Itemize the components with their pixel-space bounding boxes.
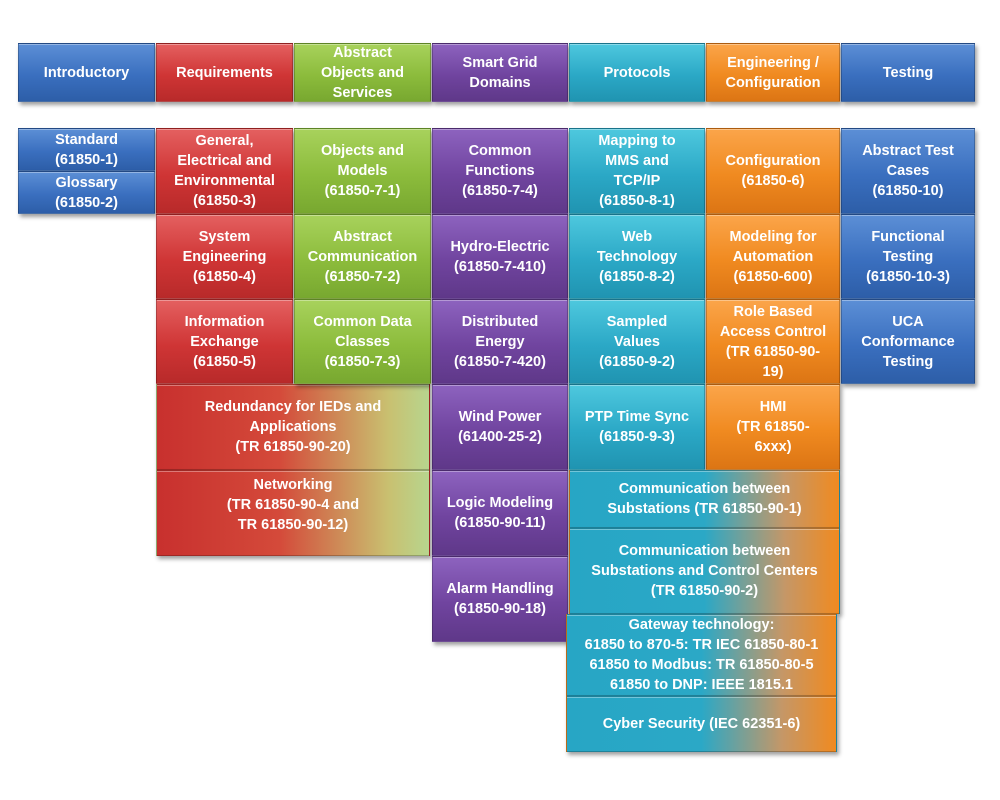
- block-communication-between-substations: Communication between Substations (TR 61…: [569, 470, 840, 528]
- header-engineering-configuration: Engineering / Configuration: [706, 43, 840, 102]
- block-hydro-electric: Hydro-Electric (61850-7-410): [432, 214, 568, 299]
- block-logic-modeling: Logic Modeling (61850-90-11): [432, 470, 568, 556]
- block-web-technology: Web Technology (61850-8-2): [569, 214, 705, 299]
- header-abstract-objects: Abstract Objects and Services: [294, 43, 431, 102]
- block-alarm-handling: Alarm Handling (61850-90-18): [432, 556, 568, 642]
- block-wind-power: Wind Power (61400-25-2): [432, 384, 568, 470]
- block-hmi: HMI (TR 61850- 6xxx): [706, 384, 840, 470]
- block-gateway-technology: Gateway technology: 61850 to 870-5: TR I…: [566, 614, 837, 696]
- block-uca-conformance-testing: UCA Conformance Testing: [841, 299, 975, 384]
- block-information-exchange: Information Exchange (61850-5): [156, 299, 293, 384]
- block-role-based-access-control: Role Based Access Control (TR 61850-90- …: [706, 299, 840, 384]
- block-objects-and-models: Objects and Models (61850-7-1): [294, 128, 431, 214]
- block-functional-testing: Functional Testing (61850-10-3): [841, 214, 975, 299]
- header-smart-grid-domains: Smart Grid Domains: [432, 43, 568, 102]
- block-common-data-classes: Common Data Classes (61850-7-3): [294, 299, 431, 384]
- block-networking: Networking (TR 61850-90-4 and TR 61850-9…: [156, 470, 430, 556]
- block-general-electrical-environmental: General, Electrical and Environmental (6…: [156, 128, 293, 214]
- block-abstract-communication: Abstract Communication (61850-7-2): [294, 214, 431, 299]
- header-testing: Testing: [841, 43, 975, 102]
- block-modeling-for-automation: Modeling for Automation (61850-600): [706, 214, 840, 299]
- block-glossary: Glossary (61850-2): [18, 171, 155, 214]
- block-system-engineering: System Engineering (61850-4): [156, 214, 293, 299]
- block-distributed-energy: Distributed Energy (61850-7-420): [432, 299, 568, 384]
- block-configuration: Configuration (61850-6): [706, 128, 840, 214]
- header-requirements: Requirements: [156, 43, 293, 102]
- block-mapping-to-mms: Mapping to MMS and TCP/IP (61850-8-1): [569, 128, 705, 214]
- header-introductory: Introductory: [18, 43, 155, 102]
- block-standard: Standard (61850-1): [18, 128, 155, 171]
- block-abstract-test-cases: Abstract Test Cases (61850-10): [841, 128, 975, 214]
- block-sampled-values: Sampled Values (61850-9-2): [569, 299, 705, 384]
- block-communication-substations-control-centers: Communication between Substations and Co…: [569, 528, 840, 614]
- block-common-functions: Common Functions (61850-7-4): [432, 128, 568, 214]
- block-redundancy: Redundancy for IEDs and Applications (TR…: [156, 384, 430, 470]
- block-cyber-security: Cyber Security (IEC 62351-6): [566, 696, 837, 752]
- block-ptp-time-sync: PTP Time Sync (61850-9-3): [569, 384, 705, 470]
- header-protocols: Protocols: [569, 43, 705, 102]
